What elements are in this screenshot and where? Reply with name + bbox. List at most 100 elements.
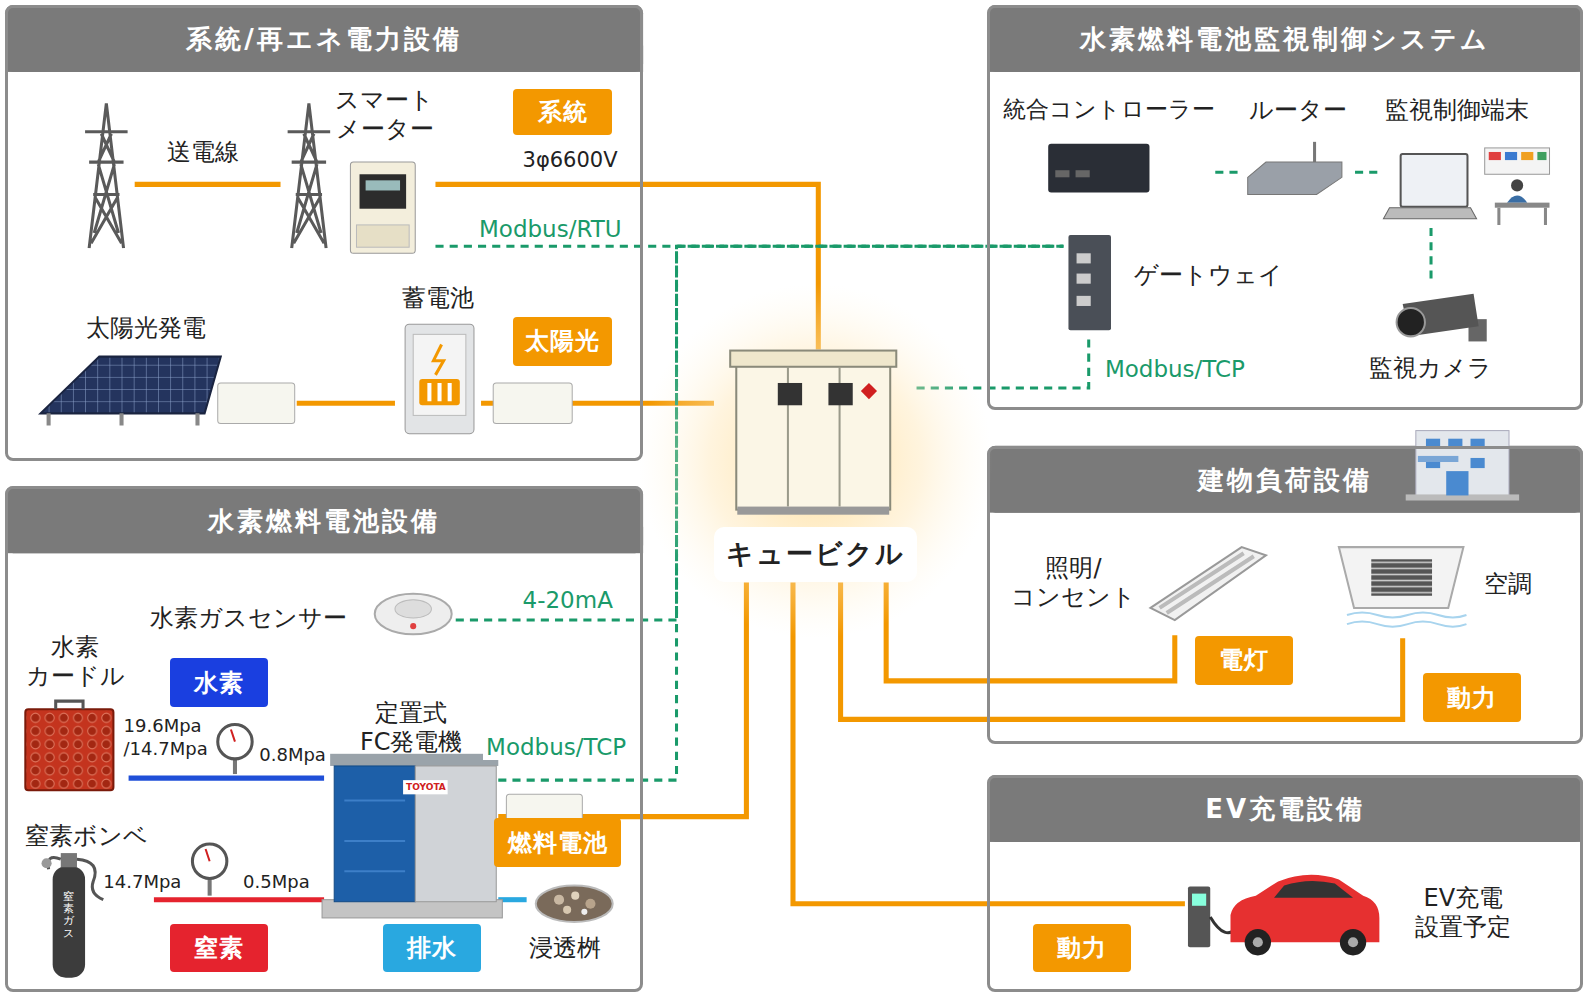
ev-charger: EV充電 設置予定 <box>1185 869 1529 965</box>
tag-badge: 動力 <box>1033 924 1131 973</box>
panel: EV充電 設置予定動力 EV充電設備 <box>987 775 1583 993</box>
panel-header-bars <box>5 5 1583 842</box>
cubicle-icon <box>730 351 896 515</box>
panel: 統合コントローラー ルーター 監視制御端末ゲートウェイ監視カメラ 水素燃料電池監視制御… <box>987 5 1583 410</box>
hydrogen-curdle: 水素 カードル <box>22 633 128 790</box>
signal-line <box>1355 171 1379 174</box>
power-line <box>129 776 324 781</box>
transmission-towers <box>85 103 330 248</box>
equipment-label: 太陽光発電 <box>86 314 206 343</box>
smart-meter-icon <box>350 162 415 253</box>
solar-power: 太陽光発電 <box>35 314 296 441</box>
line-name: 送電線 <box>167 137 239 167</box>
tag-badge: 排水 <box>383 924 481 973</box>
air-conditioner-icon <box>1339 547 1467 627</box>
pressure-value: 0.5Mpa <box>243 871 310 894</box>
ev-charger-car-icon <box>1188 875 1379 956</box>
panel-title: EV充電設備 <box>990 778 1580 842</box>
router: ルーター <box>1244 96 1355 197</box>
hydrogen-sensor-icon <box>375 594 452 635</box>
tag-badge: 水素 <box>170 658 268 707</box>
equipment-label: 空調 <box>1484 570 1532 599</box>
equipment-label: 窒素ボンベ <box>25 822 148 851</box>
brand-mark: TOYOTA <box>406 782 446 793</box>
solar-panel-icon <box>41 357 295 426</box>
tag-badge: 動力 <box>1423 673 1521 722</box>
pressure-value: 0.8Mpa <box>259 744 326 767</box>
ceiling-light-icon <box>1150 547 1265 620</box>
equipment-label: ゲートウェイ <box>1134 261 1283 290</box>
cylinder-marking: 窒素ガス <box>63 891 74 939</box>
edge-label: Modbus/TCP <box>1102 356 1248 382</box>
cubicle-glow <box>638 284 992 639</box>
controller-icon <box>1048 144 1149 193</box>
power-line <box>297 401 395 406</box>
infiltration-pit-icon <box>536 886 613 922</box>
fc-generator-icon <box>322 754 502 918</box>
equipment-label: 蓄電池 <box>395 284 481 313</box>
tag-text: 窒素 <box>194 932 244 964</box>
equipment-label: ルーター <box>1249 96 1347 125</box>
nitrogen-cylinder: 窒素ボンベ <box>22 822 154 979</box>
edge-label: 3φ6600V <box>520 148 621 172</box>
tag-text: 電灯 <box>1219 644 1269 676</box>
cubicle-label: キュービクル <box>714 527 917 583</box>
equipment-label: 統合コントローラー <box>1003 96 1215 124</box>
tag-badge: 太陽光 <box>513 317 612 366</box>
tag-badge: 系統 <box>513 89 611 135</box>
camera: 監視カメラ <box>1367 284 1519 390</box>
pressure-value: 14.7Mpa <box>103 871 181 894</box>
pressure-value: 19.6Mpa /14.7Mpa <box>124 715 215 760</box>
tag-text: 動力 <box>1447 682 1497 714</box>
tag-text: 太陽光 <box>525 325 600 357</box>
building-icon <box>1406 431 1519 501</box>
signal-line <box>1215 171 1243 174</box>
lighting: 照明/ コンセント <box>1003 542 1268 635</box>
controller: 統合コントローラー <box>1003 96 1216 197</box>
power-line <box>154 897 324 902</box>
tag-badge: 燃料電池 <box>494 818 621 867</box>
equipment-label: 定置式 FC発電機 <box>324 699 498 757</box>
gateway-icon <box>1068 235 1111 330</box>
edge-label: 4-20mA <box>520 587 616 613</box>
camera-icon <box>1397 294 1487 342</box>
edge-label: Modbus/RTU <box>476 216 625 242</box>
infiltration-pit: 浸透桝 <box>527 881 623 977</box>
edge-label: Modbus/TCP <box>483 734 629 760</box>
panel-title: 系統/再エネ電力設備 <box>8 8 640 72</box>
equipment-label: スマート メーター <box>334 86 435 144</box>
router-icon <box>1248 142 1342 195</box>
tag-text: 燃料電池 <box>508 827 608 859</box>
equipment-label: 浸透桝 <box>529 934 601 963</box>
power-line <box>498 583 746 817</box>
panel: 照明/ コンセント 空調電灯動力 建物負荷設備 <box>987 446 1583 745</box>
fc-generator: 定置式 FC発電機 <box>324 699 498 917</box>
equipment-label: 水素 カードル <box>22 633 128 691</box>
equipment-label: 照明/ コンセント <box>1003 554 1145 612</box>
monitor-terminal: 監視制御端末 <box>1379 96 1561 228</box>
panel-title: 水素燃料電池監視制御システム <box>990 8 1580 72</box>
hydrogen-curdle-icon <box>25 701 113 790</box>
equipment-label: EV充電 設置予定 <box>1398 884 1530 942</box>
tag-text: 系統 <box>538 96 588 128</box>
equipment-label: 監視カメラ <box>1369 354 1492 383</box>
battery-icon <box>405 324 474 433</box>
tag-badge: 窒素 <box>170 924 268 973</box>
terminal-icon <box>1383 148 1549 225</box>
tag-text: 排水 <box>407 932 457 964</box>
signal-line <box>1430 228 1433 284</box>
tag-badge: 電灯 <box>1195 636 1293 685</box>
cubicle: キュービクル <box>714 349 917 582</box>
equipment-label: 監視制御端末 <box>1385 96 1529 125</box>
tag-text: 動力 <box>1057 932 1107 964</box>
panel-title: 建物負荷設備 <box>990 449 1580 513</box>
gateway: ゲートウェイ <box>1063 228 1306 334</box>
equipment-label: 水素ガスセンサー <box>150 604 347 633</box>
gas-sensor: 水素ガスセンサー <box>142 587 456 650</box>
air-conditioner: 空調 <box>1337 542 1555 638</box>
tag-text: 水素 <box>194 667 244 699</box>
nitrogen-cylinder-icon <box>42 853 104 978</box>
storage-battery: 蓄電池 <box>395 284 481 436</box>
